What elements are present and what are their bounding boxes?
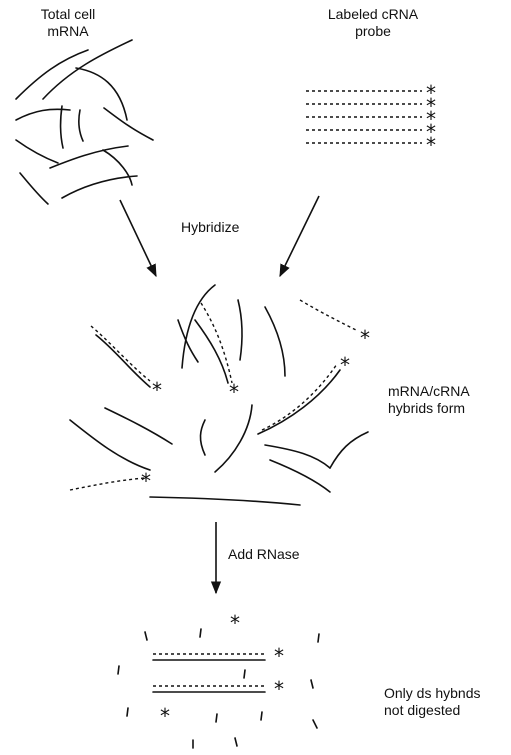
mrna-strand: [182, 285, 215, 368]
mrna-strand: [16, 50, 88, 99]
digested-fragment: [145, 632, 147, 640]
mrna-strand: [20, 173, 48, 204]
free-star: *: [160, 704, 170, 728]
hybrid-mixture: * * * * *: [70, 285, 370, 505]
mrna-strand: [70, 420, 150, 470]
digested-fragment: [244, 670, 245, 678]
hybrid-probe: [91, 326, 150, 381]
free-probe-star: *: [141, 469, 151, 493]
mrna-strand: [150, 497, 300, 505]
mrna-strand: [62, 176, 137, 198]
digested-fragment: [313, 720, 317, 728]
mrna-strand: [104, 108, 153, 140]
hybrid-mrna: [258, 370, 340, 434]
ds-hybrid-star: *: [274, 677, 284, 701]
digested-fragment: [318, 634, 319, 642]
free-probe: [70, 478, 145, 490]
hybrid-star: *: [340, 353, 350, 377]
total-mrna-strands: [16, 40, 153, 204]
free-star: *: [230, 611, 240, 635]
mrna-strand: [50, 146, 128, 168]
hybrid-mrna: [195, 320, 228, 383]
mrna-strand: [61, 106, 63, 148]
label-star: *: [426, 133, 436, 157]
mrna-strand: [43, 40, 132, 99]
mrna-strand: [330, 432, 368, 468]
mrna-strand: [200, 420, 205, 455]
mrna-strand: [215, 405, 252, 472]
digested-fragment: [200, 629, 201, 637]
mrna-strand: [270, 460, 330, 492]
arrow-right-converge: [280, 196, 319, 276]
ds-hybrid-star: *: [274, 644, 284, 668]
digested-fragment: [311, 680, 313, 688]
hybrid-star: *: [152, 378, 162, 402]
mrna-strand: [265, 445, 330, 468]
hybrid-probe: [262, 364, 337, 430]
free-probe: [300, 300, 358, 331]
hybrid-star: *: [229, 380, 239, 404]
free-probe-star: *: [360, 326, 370, 350]
digested-fragment: [235, 738, 237, 746]
digested-fragment: [216, 714, 217, 722]
mrna-strand: [238, 300, 242, 360]
mrna-strand: [16, 140, 58, 163]
labeled-probe-group: * * * * *: [306, 81, 436, 157]
digested-fragment: [118, 666, 119, 674]
digestion-result: * * * *: [118, 611, 319, 748]
hybrid-probe: [201, 303, 232, 383]
mrna-strand: [76, 68, 127, 120]
digested-fragment: [261, 712, 262, 720]
mrna-strand: [265, 307, 285, 376]
mrna-strand: [79, 110, 83, 141]
digested-fragment: [127, 708, 128, 716]
hybrid-mrna: [96, 335, 150, 387]
mrna-strand: [105, 408, 172, 444]
mrna-strand: [178, 320, 198, 362]
arrow-left-converge: [120, 200, 156, 276]
